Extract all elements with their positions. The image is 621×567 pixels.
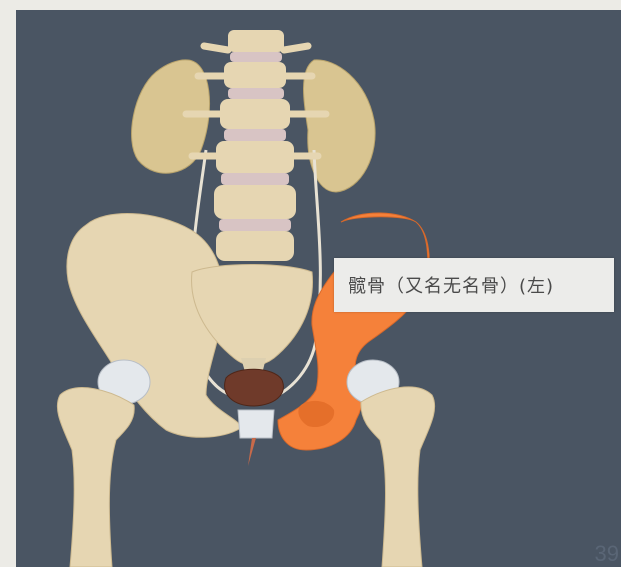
- bladder[interactable]: [225, 369, 284, 406]
- anatomy-viewport[interactable]: 髋骨（又名无名骨）(左) 39: [16, 10, 621, 567]
- page-number: 39: [595, 541, 619, 567]
- right-femur[interactable]: [57, 388, 134, 567]
- lumbar-spine[interactable]: [186, 30, 326, 261]
- pubic-symphysis[interactable]: [238, 410, 274, 438]
- left-femur[interactable]: [361, 387, 435, 567]
- tooltip-text: 髋骨（又名无名骨）(左): [334, 272, 554, 298]
- urethra: [248, 438, 256, 466]
- structure-label-tooltip: 髋骨（又名无名骨）(左): [334, 258, 614, 312]
